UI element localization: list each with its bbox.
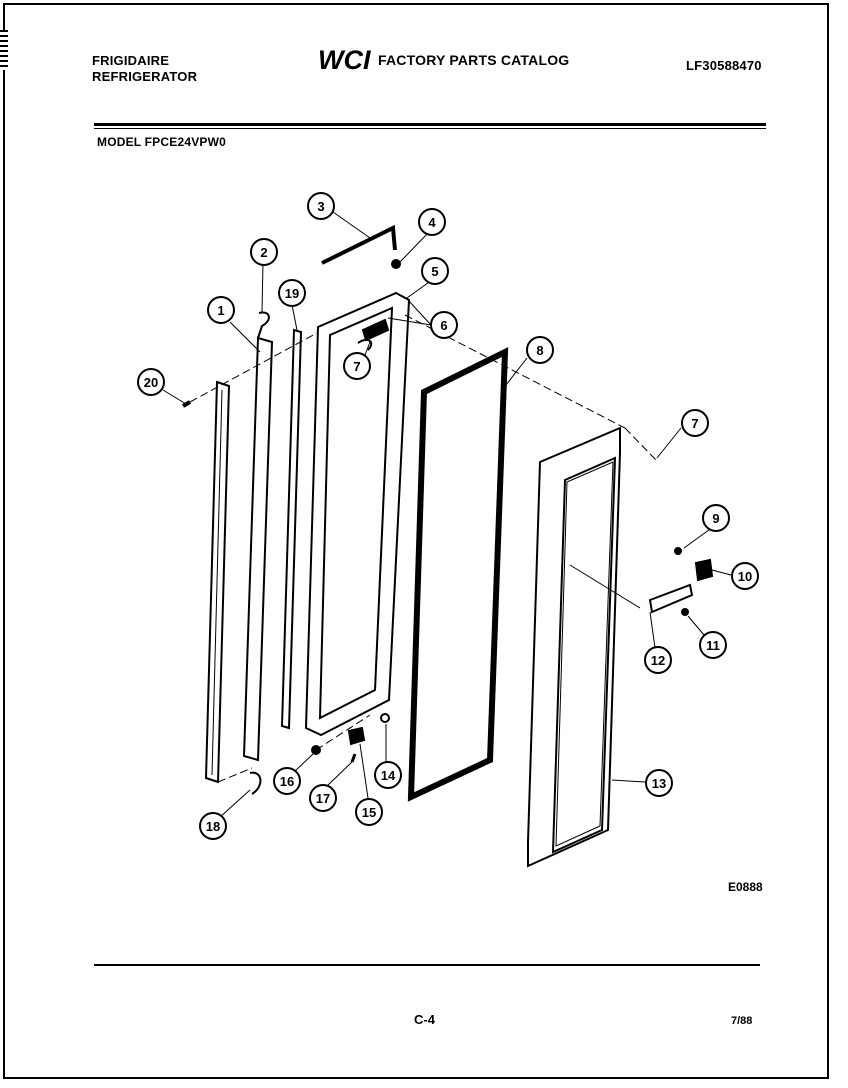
- part-17-screw: [350, 753, 357, 763]
- callout-17: 17: [309, 784, 337, 812]
- callout-1: 1: [207, 296, 235, 324]
- callout-7-upper-label: 7: [353, 359, 360, 374]
- callout-14: 14: [374, 761, 402, 789]
- page-number: C-4: [414, 1012, 435, 1027]
- callout-12: 12: [644, 646, 672, 674]
- part-12-bracket: [648, 583, 694, 614]
- callout-3-label: 3: [317, 199, 324, 214]
- callout-18: 18: [199, 812, 227, 840]
- callout-10: 10: [731, 562, 759, 590]
- callout-4: 4: [418, 208, 446, 236]
- part-7-hinge-pin: [357, 339, 373, 351]
- part-15-block: [347, 726, 366, 746]
- callout-8-label: 8: [536, 343, 543, 358]
- callout-13-label: 13: [652, 776, 666, 791]
- callout-2-label: 2: [260, 245, 267, 260]
- part-inner-frame: [304, 291, 411, 737]
- part-13-liner-inner: [551, 456, 617, 854]
- part-drawings: [182, 224, 714, 868]
- binding-edge-mark: [0, 30, 8, 70]
- assembly-line-7: [624, 427, 657, 461]
- callout-6-label: 6: [440, 318, 447, 333]
- part-18-hinge-clip: [249, 771, 262, 795]
- callout-15: 15: [355, 798, 383, 826]
- callout-7-upper: 7: [343, 352, 371, 380]
- part-13-liner-inner-lip: [555, 461, 614, 847]
- part-20-screw: [182, 400, 191, 408]
- assembly-line-18: [217, 767, 253, 783]
- callout-11: 11: [699, 631, 727, 659]
- callout-20: 20: [137, 368, 165, 396]
- callouts: 1 2 3 4 5 6 7 7 8 9 10 11 12 13 14 15 16…: [137, 192, 759, 840]
- model-label: MODEL FPCE24VPW0: [97, 135, 227, 149]
- part-19-strip: [280, 328, 303, 730]
- callout-7-right: 7: [681, 409, 709, 437]
- callout-4-label: 4: [428, 215, 436, 230]
- callout-16: 16: [273, 767, 301, 795]
- part-4-screw: [391, 259, 401, 269]
- date-code: 7/88: [731, 1015, 753, 1027]
- callout-17-label: 17: [316, 791, 330, 806]
- part-3-rod: [321, 224, 397, 265]
- part-2-clip: [257, 311, 270, 339]
- diagram-code: E0888: [728, 880, 763, 894]
- part-10-latch: [694, 558, 714, 582]
- callout-12-label: 12: [651, 653, 665, 668]
- catalog-title: FACTORY PARTS CATALOG: [378, 52, 570, 68]
- callout-8: 8: [526, 336, 554, 364]
- callout-13: 13: [645, 769, 673, 797]
- part-13-liner: [527, 426, 621, 868]
- product-type: REFRIGERATOR: [92, 69, 198, 84]
- part-1-trim-inner: [211, 389, 223, 776]
- callout-5: 5: [421, 257, 449, 285]
- part-inner-frame-opening: [318, 306, 394, 720]
- footer-rule: [94, 964, 760, 966]
- callout-11-label: 11: [706, 638, 720, 653]
- page-frame: [3, 3, 829, 1079]
- callout-2: 2: [250, 238, 278, 266]
- assembly-line-20: [189, 332, 318, 403]
- part-6-hinge-block: [361, 318, 390, 342]
- callout-20-label: 20: [144, 375, 158, 390]
- header-rule-thick: [94, 123, 766, 126]
- wci-logo-text: WCI: [318, 45, 371, 74]
- brand-block: FRIGIDAIRE REFRIGERATOR: [92, 53, 197, 85]
- assembly-line-bottom: [315, 714, 371, 751]
- part-11-screw: [681, 608, 689, 616]
- callout-6: 6: [430, 311, 458, 339]
- callout-14-label: 14: [381, 768, 396, 783]
- callout-10-label: 10: [738, 569, 752, 584]
- callout-3: 3: [307, 192, 335, 220]
- header-rule-thin: [94, 128, 766, 129]
- part-2-strip: [242, 336, 274, 762]
- callout-15-label: 15: [362, 805, 376, 820]
- part-9-screw: [674, 547, 682, 555]
- wci-logo: WCI: [318, 45, 371, 74]
- callout-5-label: 5: [431, 264, 438, 279]
- catalog-number: LF30588470: [686, 58, 762, 73]
- brand-name: FRIGIDAIRE: [92, 53, 170, 68]
- callout-16-label: 16: [280, 774, 294, 789]
- callout-7-right-label: 7: [691, 416, 698, 431]
- part-8-door-panel: [407, 347, 509, 802]
- callout-1-label: 1: [217, 303, 224, 318]
- leader-lines: [162, 211, 732, 819]
- callout-19: 19: [278, 279, 306, 307]
- callout-9: 9: [702, 504, 730, 532]
- callout-18-label: 18: [206, 819, 220, 834]
- part-14-washer: [380, 713, 390, 723]
- callout-9-label: 9: [712, 511, 719, 526]
- callout-19-label: 19: [285, 286, 299, 301]
